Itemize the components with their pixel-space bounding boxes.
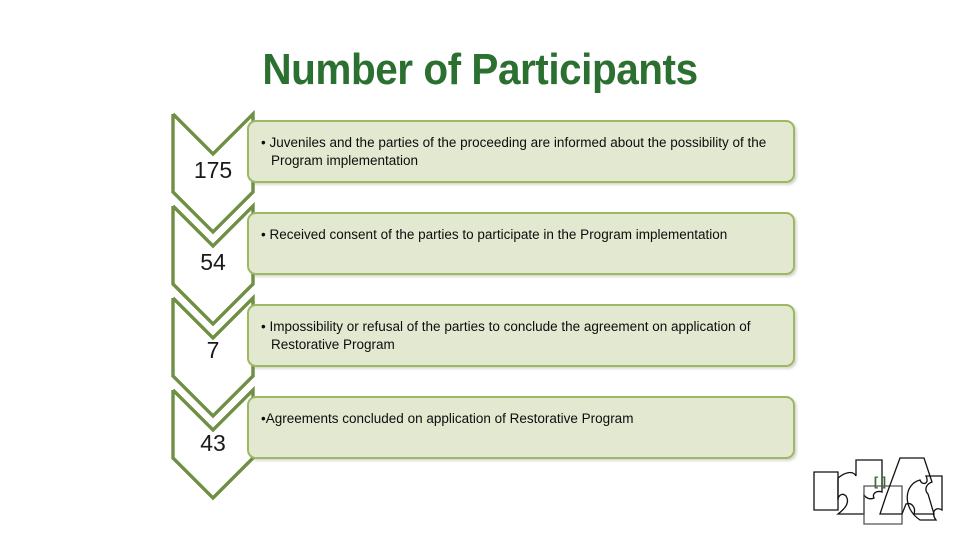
bullet-marker-1: • [261, 135, 266, 150]
callout-body-3: Impossibility or refusal of the parties … [269, 319, 751, 352]
logo-piece-right [906, 475, 943, 521]
puzzle-piece-logo: [ ] [813, 457, 943, 525]
callout-text-1: • Juveniles and the parties of the proce… [261, 134, 781, 170]
page-title: Number of Participants [262, 45, 698, 94]
callout-box-3[interactable]: • Impossibility or refusal of the partie… [247, 304, 795, 367]
logo-bracket-mark: [ ] [874, 474, 886, 489]
stage-number-2: 54 [200, 249, 226, 275]
callout-body-2: Received consent of the parties to parti… [269, 227, 728, 242]
callout-box-2[interactable]: • Received consent of the parties to par… [247, 212, 795, 275]
callout-body-1: Juveniles and the parties of the proceed… [269, 135, 767, 168]
callout-box-1[interactable]: • Juveniles and the parties of the proce… [247, 120, 795, 183]
callout-box-4[interactable]: •Agreements concluded on application of … [247, 396, 795, 459]
callout-body-4: Agreements concluded on application of R… [265, 411, 634, 426]
stage-number-3: 7 [206, 337, 220, 363]
callout-text-3: • Impossibility or refusal of the partie… [261, 318, 781, 354]
bullet-marker-3: • [261, 319, 266, 334]
callout-text-4: •Agreements concluded on application of … [261, 410, 781, 428]
callout-text-2: • Received consent of the parties to par… [261, 226, 781, 244]
logo-piece-k [836, 459, 883, 515]
bullet-marker-4: • [261, 411, 266, 426]
stage-number-1: 175 [193, 157, 233, 183]
bullet-marker-2: • [261, 227, 266, 242]
stage-number-4: 43 [200, 430, 226, 456]
logo-piece-left [813, 471, 839, 511]
